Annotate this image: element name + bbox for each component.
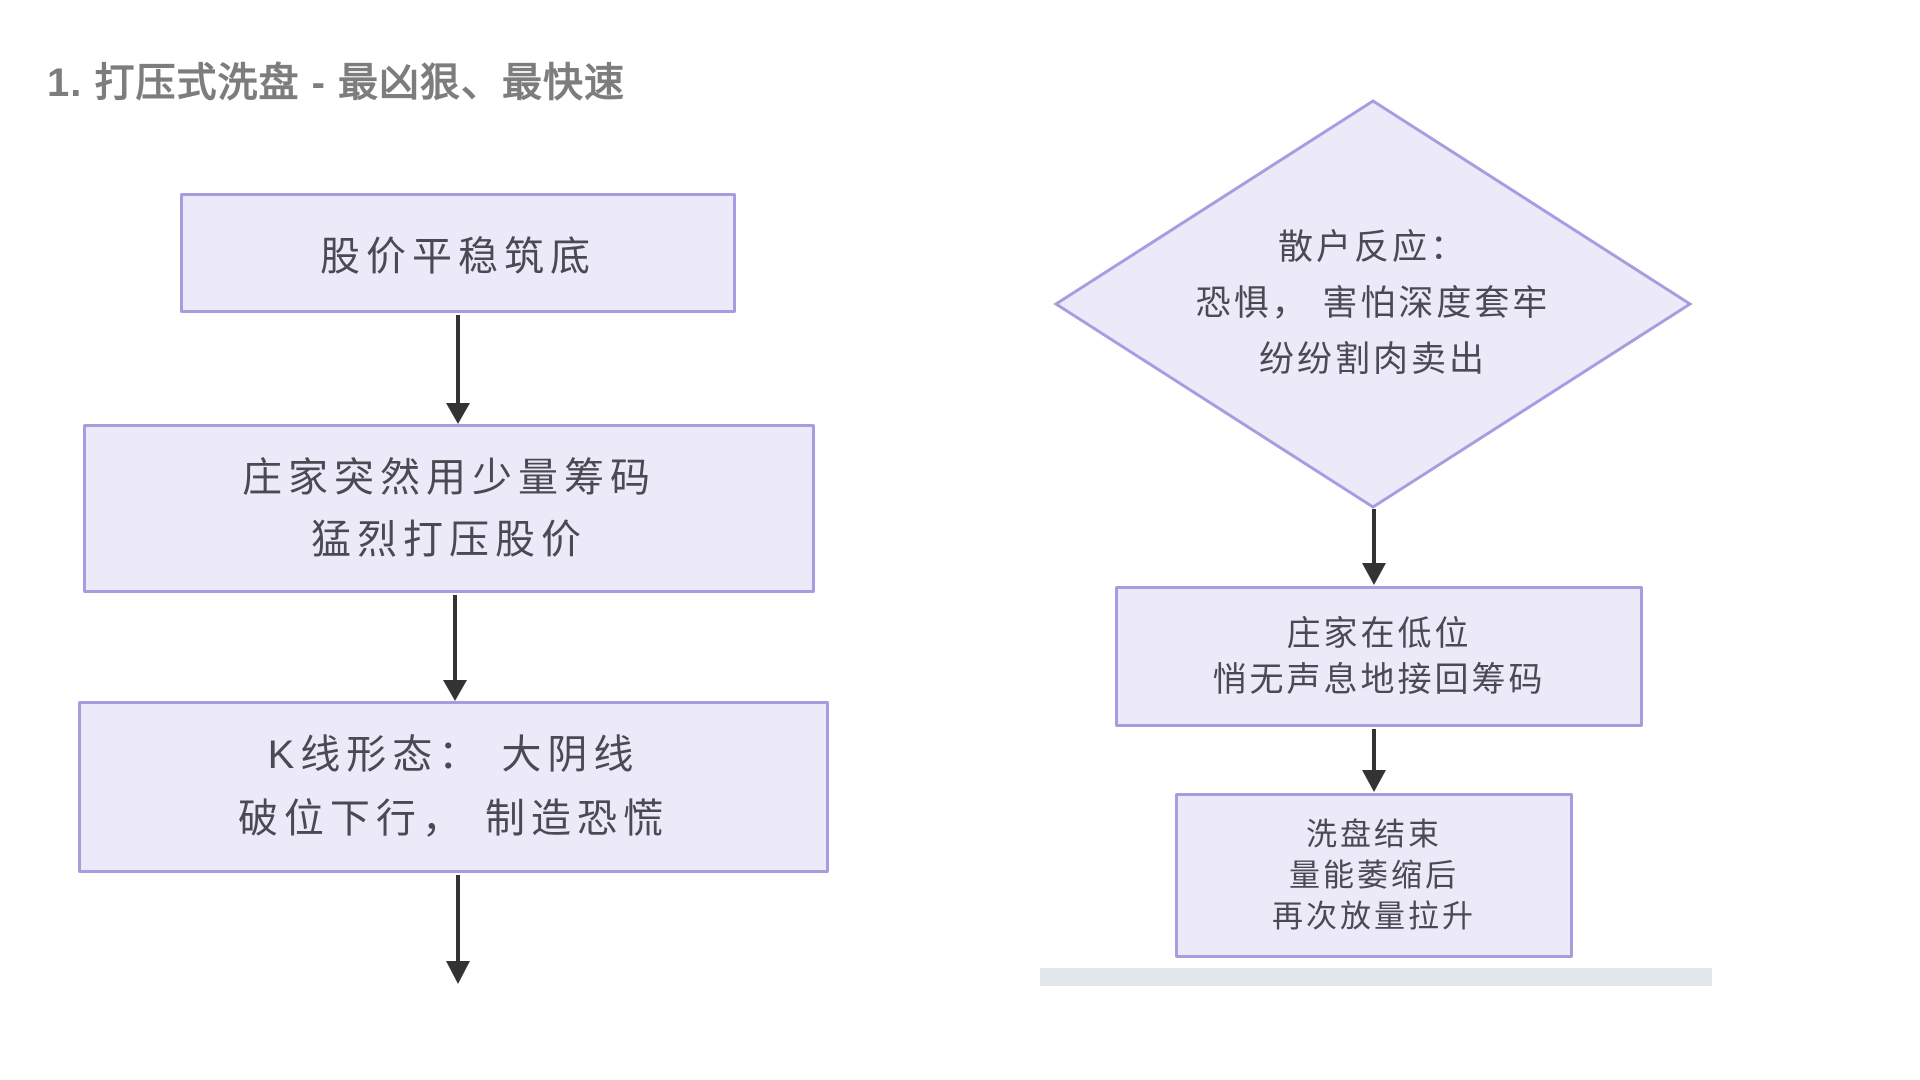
node-text-line: 恐惧， 害怕深度套牢 [1195, 284, 1551, 323]
node-text-line: 洗盘结束 [1306, 817, 1442, 852]
node-text-line: 量能萎缩后 [1289, 858, 1459, 893]
node-text-line: 再次放量拉升 [1272, 899, 1476, 934]
node-kline-pattern: K线形态： 大阴线 破位下行， 制造恐慌 [78, 701, 829, 873]
node-text-line: 散户反应： [1277, 228, 1468, 267]
node-text-line: 悄无声息地接回筹码 [1212, 660, 1546, 699]
node-text-line: 股价平稳筑底 [320, 235, 596, 279]
node-text-line: 纷纷割肉卖出 [1258, 340, 1487, 379]
node-dealer-suppress: 庄家突然用少量筹码 猛烈打压股价 [83, 424, 815, 593]
node-text-line: 庄家在低位 [1286, 614, 1472, 653]
node-retail-reaction-decision: 散户反应： 恐惧， 害怕深度套牢 纷纷割肉卖出 [1073, 220, 1673, 390]
node-text-line: K线形态： 大阴线 [267, 733, 640, 777]
node-text-line: 庄家突然用少量筹码 [242, 455, 656, 500]
decision-diamond-shape [1053, 99, 1693, 509]
arrow-left-3 [446, 875, 470, 984]
node-washout-end: 洗盘结束 量能萎缩后 再次放量拉升 [1175, 793, 1573, 958]
node-text-line: 破位下行， 制造恐慌 [237, 797, 670, 841]
arrow-right-2 [1362, 729, 1386, 792]
page-title: 1. 打压式洗盘 - 最凶狠、最快速 [47, 61, 626, 105]
node-dealer-reaccumulate: 庄家在低位 悄无声息地接回筹码 [1115, 586, 1643, 727]
arrow-right-1 [1362, 509, 1386, 585]
arrow-left-2 [443, 595, 467, 701]
arrow-left-1 [446, 315, 470, 424]
node-price-stable-bottom: 股价平稳筑底 [180, 193, 736, 313]
divider-bar [1040, 968, 1712, 986]
node-text-line: 猛烈打压股价 [311, 517, 587, 562]
